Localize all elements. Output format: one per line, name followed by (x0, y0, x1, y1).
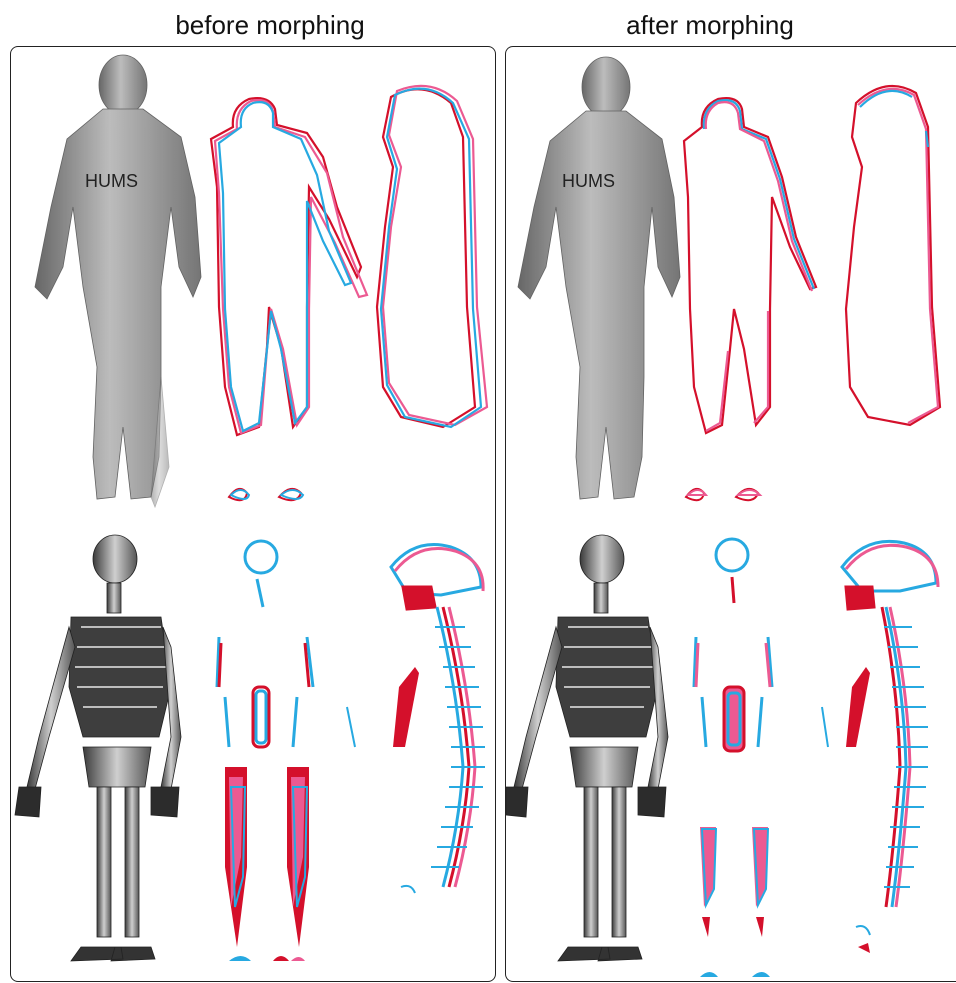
body-mesh-3d (518, 57, 680, 499)
after-figure: HUMS (506, 47, 956, 981)
skeleton-outline-front (217, 541, 313, 747)
side-bones-extra (822, 667, 870, 953)
feet-bones (229, 956, 305, 961)
body-outline-front (211, 98, 367, 435)
body-mesh-3d (35, 55, 201, 507)
leg-bones-front (225, 767, 309, 947)
title-before: before morphing (120, 10, 420, 40)
body-outline-front (684, 98, 816, 433)
skeleton-3d (506, 535, 668, 961)
body-outline-side (377, 86, 487, 427)
before-figure: HUMS (11, 47, 495, 981)
title-after: after morphing (560, 10, 860, 40)
skeleton-3d (15, 535, 181, 961)
feet-outline (229, 489, 303, 500)
chest-label: HUMS (562, 171, 615, 191)
panel-after-morphing: HUMS (505, 46, 956, 982)
panel-before-morphing: HUMS (10, 46, 496, 982)
leg-bones-front (700, 827, 768, 937)
body-outline-side (846, 86, 940, 425)
chest-label: HUMS (85, 171, 138, 191)
feet-bones (700, 972, 770, 977)
side-bones-extra (347, 667, 419, 893)
skeleton-outline-front (694, 539, 772, 751)
spine-vertebrae-side (431, 627, 485, 867)
feet-outline (686, 489, 760, 500)
